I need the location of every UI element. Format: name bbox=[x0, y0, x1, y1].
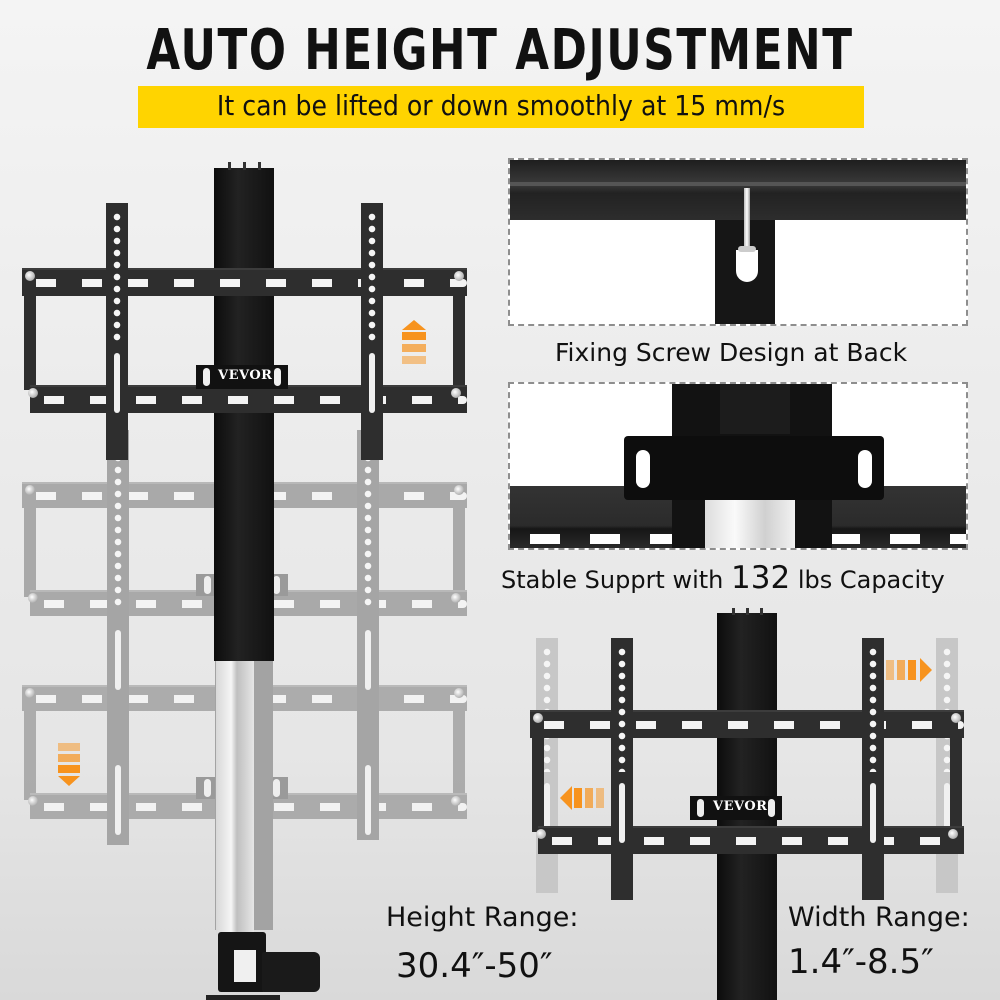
arrow-right-icon bbox=[886, 658, 934, 682]
width-range-value: 1.4″-8.5″ bbox=[788, 942, 934, 982]
callout-stable-support bbox=[508, 382, 968, 550]
base-foot bbox=[206, 995, 280, 1000]
mount-plate-top bbox=[196, 365, 288, 389]
callout-fixing-screw bbox=[508, 158, 968, 326]
bracket-top-position bbox=[22, 268, 467, 413]
vertical-arm-right bbox=[361, 203, 383, 460]
caption-prefix: Stable Supprt with bbox=[501, 566, 732, 594]
width-arm-left bbox=[611, 638, 633, 900]
arrow-left-icon bbox=[560, 786, 610, 810]
width-demo-illustration: VEVOR bbox=[510, 600, 1000, 1000]
brand-logo: VEVOR bbox=[218, 368, 273, 383]
fixing-screw-icon bbox=[744, 188, 750, 252]
arrow-down-icon bbox=[58, 743, 82, 793]
inner-tube bbox=[216, 660, 254, 935]
lift-column bbox=[214, 168, 274, 661]
subtitle-banner: It can be lifted or down smoothly at 15 … bbox=[138, 86, 864, 128]
caption-fixing-screw: Fixing Screw Design at Back bbox=[555, 338, 908, 367]
arrow-up-icon bbox=[402, 320, 426, 368]
width-range-label: Width Range: bbox=[788, 902, 970, 933]
main-product-illustration: VEVOR bbox=[0, 160, 500, 1000]
capacity-number: 132 bbox=[731, 560, 791, 596]
caption-stable-support: Stable Supprt with 132 lbs Capacity bbox=[501, 560, 945, 596]
vertical-arm-left bbox=[106, 203, 128, 460]
height-range-label: Height Range: bbox=[386, 902, 579, 933]
mount-plate-closeup bbox=[624, 436, 884, 500]
motor-label bbox=[234, 950, 256, 982]
height-range-value: 30.4″-50″ bbox=[396, 946, 553, 986]
page-title: AUTO HEIGHT ADJUSTMENT bbox=[146, 18, 854, 83]
brand-logo-2: VEVOR bbox=[713, 799, 768, 814]
caption-suffix: lbs Capacity bbox=[790, 566, 945, 594]
subtitle-text: It can be lifted or down smoothly at 15 … bbox=[216, 89, 786, 122]
width-arm-right bbox=[862, 638, 884, 900]
